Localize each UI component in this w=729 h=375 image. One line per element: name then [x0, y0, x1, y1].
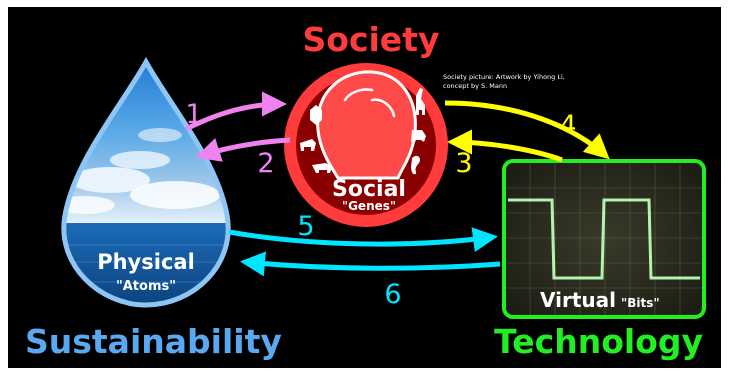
credit-line-2: concept by S. Mann: [443, 82, 507, 90]
animal-seahorse-icon: [411, 155, 420, 175]
society-title: Society: [303, 20, 440, 59]
arrow-6: [240, 251, 501, 277]
oscilloscope-icon: [502, 159, 706, 319]
physical-label: Physical: [97, 250, 195, 274]
virtual-sublabel: "Bits": [621, 296, 660, 310]
social-sublabel: "Genes": [342, 199, 396, 213]
animal-horse-icon: [300, 139, 316, 151]
animal-owl-icon: [310, 105, 322, 125]
technology-title: Technology: [494, 322, 703, 361]
arrow-label-2: 2: [257, 148, 274, 179]
society-circle-icon: [284, 63, 448, 227]
arrow-4: [444, 100, 610, 160]
arrow-label-5: 5: [297, 211, 314, 242]
arrow-label-1: 1: [185, 99, 202, 130]
virtual-label: Virtual: [540, 288, 616, 312]
sustainability-title: Sustainability: [25, 322, 282, 361]
arrow-label-3: 3: [455, 148, 472, 179]
animal-rhino-icon: [312, 163, 332, 173]
physical-sublabel: "Atoms": [116, 279, 176, 294]
arrow-label-6: 6: [384, 279, 401, 310]
arrow-5: [228, 227, 498, 253]
animal-giraffe-icon: [416, 88, 425, 115]
arrow-label-4: 4: [559, 110, 576, 141]
arrow-2: [195, 137, 291, 162]
credit-line-1: Society picture: Artwork by Yihong Li,: [443, 73, 565, 81]
arrow-3: [447, 129, 563, 163]
arrow-1: [184, 91, 287, 132]
animal-monkey-icon: [411, 130, 426, 144]
social-label: Social: [332, 177, 406, 202]
